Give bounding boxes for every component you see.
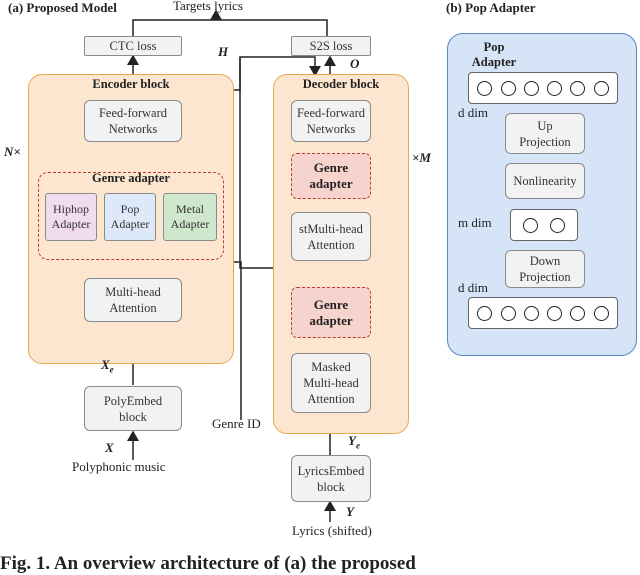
panel-a-title: (a) Proposed Model [8,0,117,15]
decoder-ffn-box: Feed-forward Networks [291,100,371,142]
neuron [500,305,516,321]
up-projection-box: Up Projection [505,113,585,154]
decoder-genre-adapter-2: Genre adapter [291,287,371,338]
neuron [570,305,586,321]
targets-label: Targets lyrics [173,0,243,13]
figure-caption: Fig. 1. An overview architecture of (a) … [0,553,416,574]
m-dim-label: m dim [458,215,492,230]
loss-to-targets-line [132,19,328,37]
panel-b-title: (b) Pop Adapter [446,0,536,15]
encoder-genre-adapter-group [38,172,224,260]
o-label: O [350,56,360,71]
neuron [477,80,493,96]
d-dim-bottom-label: d dim [458,280,488,295]
neuron [547,305,563,321]
polyphonic-music-label: Polyphonic music [72,459,166,474]
neuron [523,305,539,321]
neuron [593,305,609,321]
neuron [593,80,609,96]
neuron [547,80,563,96]
genre-id-label: Genre ID [212,416,261,431]
neuron [500,80,516,96]
neuron [477,305,493,321]
m-repeat-label: ×M [412,150,431,165]
lyrics-shifted-label: Lyrics (shifted) [292,523,372,538]
pop-adapter-box: Pop Adapter [104,193,156,241]
y-label: Y [346,504,354,519]
metal-adapter-box: Metal Adapter [163,193,217,241]
down-projection-box: Down Projection [505,250,585,288]
neuron [550,217,565,233]
s2s-loss-box: S2S loss [291,36,371,56]
decoder-masked-mha-box: Masked Multi-head Attention [291,353,371,413]
encoder-title: Encoder block [92,77,170,91]
hiphop-adapter-box: Hiphop Adapter [45,193,97,241]
input-neurons [468,297,618,329]
decoder-genre-adapter-1: Genre adapter [291,153,371,199]
xe-label: Xe [101,357,114,375]
n-repeat-label: N× [4,144,21,159]
encoder-genre-adapter-title: Genre adapter [92,171,170,185]
pop-adapter-title: Pop Adapter [471,40,517,69]
decoder-stmha-box: stMulti-head Attention [291,212,371,261]
lyricsembed-box: LyricsEmbed block [291,455,371,502]
output-neurons [468,72,618,104]
ye-label: Ye [348,433,360,451]
encoder-ffn-box: Feed-forward Networks [84,100,182,142]
neuron [523,217,538,233]
polyembed-box: PolyEmbed block [84,386,182,431]
neuron [523,80,539,96]
d-dim-top-label: d dim [458,105,488,120]
h-label: H [218,44,229,59]
ctc-loss-box: CTC loss [84,36,182,56]
bottleneck-neurons [510,209,578,241]
neuron [570,80,586,96]
decoder-title: Decoder block [302,77,380,91]
x-label: X [105,440,114,455]
encoder-mha-box: Multi-head Attention [84,278,182,322]
nonlinearity-box: Nonlinearity [505,163,585,199]
